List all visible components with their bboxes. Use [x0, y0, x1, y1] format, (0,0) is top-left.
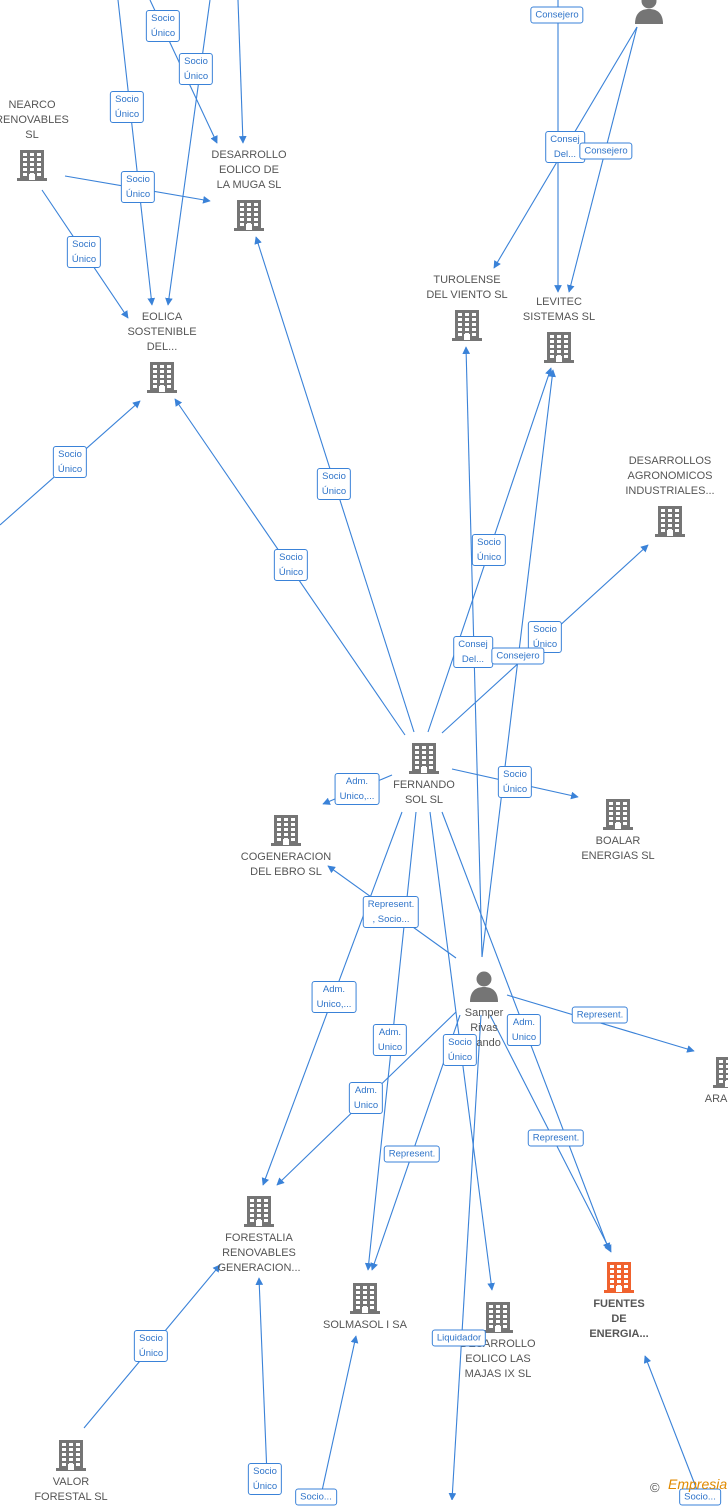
node-label[interactable]: DESARROLLOS AGRONOMICOS INDUSTRIALES... — [625, 455, 715, 497]
edge-label[interactable]: Represent. , Socio... — [362, 896, 420, 928]
edge-label[interactable]: Represent. — [571, 1006, 629, 1024]
edge-label[interactable]: Adm. Unico,... — [334, 773, 380, 805]
node-label[interactable]: FORESTALIA RENOVABLES GENERACION... — [217, 1232, 301, 1274]
edge-label[interactable]: Adm. Unico — [372, 1024, 408, 1056]
edge-label[interactable]: Socio Único — [133, 1330, 169, 1362]
node-label[interactable]: EOLICA SOSTENIBLE DEL... — [127, 311, 197, 353]
node-label[interactable]: TUROLENSE DEL VIENTO SL — [426, 274, 508, 301]
node-label[interactable]: NEARCO RENOVABLES SL — [0, 99, 69, 141]
edge-label[interactable]: Consejero — [491, 647, 545, 665]
edge-label[interactable]: Socio Único — [109, 91, 145, 123]
building-icon[interactable] — [711, 1055, 728, 1089]
edge-label[interactable]: Socio Único — [442, 1034, 478, 1066]
node-label[interactable]: DESARROLLO EOLICO DE LA MUGA SL — [211, 149, 287, 191]
building-icon[interactable] — [348, 1281, 382, 1315]
edge-label[interactable]: Represent. — [527, 1129, 585, 1147]
edge-label[interactable]: Socio Único — [66, 236, 102, 268]
edge-label[interactable]: Socio Único — [120, 171, 156, 203]
node-label[interactable]: VALOR FORESTAL SL — [34, 1476, 108, 1503]
edge-label[interactable]: Socio Único — [145, 10, 181, 42]
building-icon[interactable] — [15, 148, 49, 182]
edge-label[interactable]: Socio Único — [316, 468, 352, 500]
building-icon[interactable] — [407, 741, 441, 775]
edge-label[interactable]: Consejero — [579, 142, 633, 160]
building-icon[interactable] — [232, 198, 266, 232]
relationship-edge — [319, 1335, 359, 1500]
node-label[interactable]: FERNANDO SOL SL — [393, 779, 455, 806]
relationship-edge — [566, 26, 638, 293]
relationship-edge — [165, 0, 211, 306]
building-icon[interactable] — [145, 360, 179, 394]
building-icon[interactable] — [450, 308, 484, 342]
building-icon[interactable] — [481, 1300, 515, 1334]
node-label[interactable]: SOLMASOL I SA — [323, 1319, 407, 1331]
edge-label[interactable]: Socio Único — [247, 1463, 283, 1495]
edge-label[interactable]: Adm. Unico — [348, 1082, 384, 1114]
relationship-edge — [117, 0, 156, 306]
copyright-symbol: © — [650, 1480, 660, 1495]
brand-logo[interactable]: Empresia — [668, 1476, 728, 1492]
person-icon[interactable] — [467, 969, 501, 1003]
building-icon[interactable] — [653, 504, 687, 538]
building-icon[interactable] — [601, 797, 635, 831]
edge-label[interactable]: Socio Único — [178, 53, 214, 85]
edge-label[interactable]: Adm. Unico,... — [311, 981, 357, 1013]
node-label[interactable]: FUENTES DE ENERGIA... — [589, 1298, 649, 1340]
person-icon[interactable] — [632, 0, 666, 25]
edge-label[interactable]: Liquidador — [431, 1329, 487, 1347]
edge-label[interactable]: Consej Del... — [453, 636, 493, 668]
node-label[interactable]: BOALAR ENERGIAS SL — [581, 835, 655, 862]
edge-label[interactable]: Socio Único — [52, 446, 88, 478]
relationship-edge — [237, 0, 247, 144]
building-icon[interactable] — [542, 330, 576, 364]
node-label[interactable]: ARAPE... — [704, 1093, 728, 1105]
relationship-edge — [255, 1277, 268, 1476]
relationship-edge — [448, 1014, 482, 1500]
building-icon[interactable] — [269, 813, 303, 847]
edge-label[interactable]: Socio Único — [471, 534, 507, 566]
building-icon[interactable] — [602, 1260, 636, 1294]
relationship-edge — [643, 1355, 698, 1491]
building-icon[interactable] — [242, 1194, 276, 1228]
edge-label[interactable]: Adm. Unico — [506, 1014, 542, 1046]
edge-label[interactable]: Socio Único — [497, 766, 533, 798]
edge-label[interactable]: Socio Único — [273, 549, 309, 581]
node-label[interactable]: COGENERACION DEL EBRO SL — [240, 851, 332, 878]
edge-label[interactable]: Socio... — [295, 1488, 337, 1506]
building-icon[interactable] — [54, 1438, 88, 1472]
edge-label[interactable]: Consejero — [530, 6, 584, 24]
edge-label[interactable]: Represent. — [383, 1145, 441, 1163]
node-label[interactable]: LEVITEC SISTEMAS SL — [522, 296, 596, 323]
